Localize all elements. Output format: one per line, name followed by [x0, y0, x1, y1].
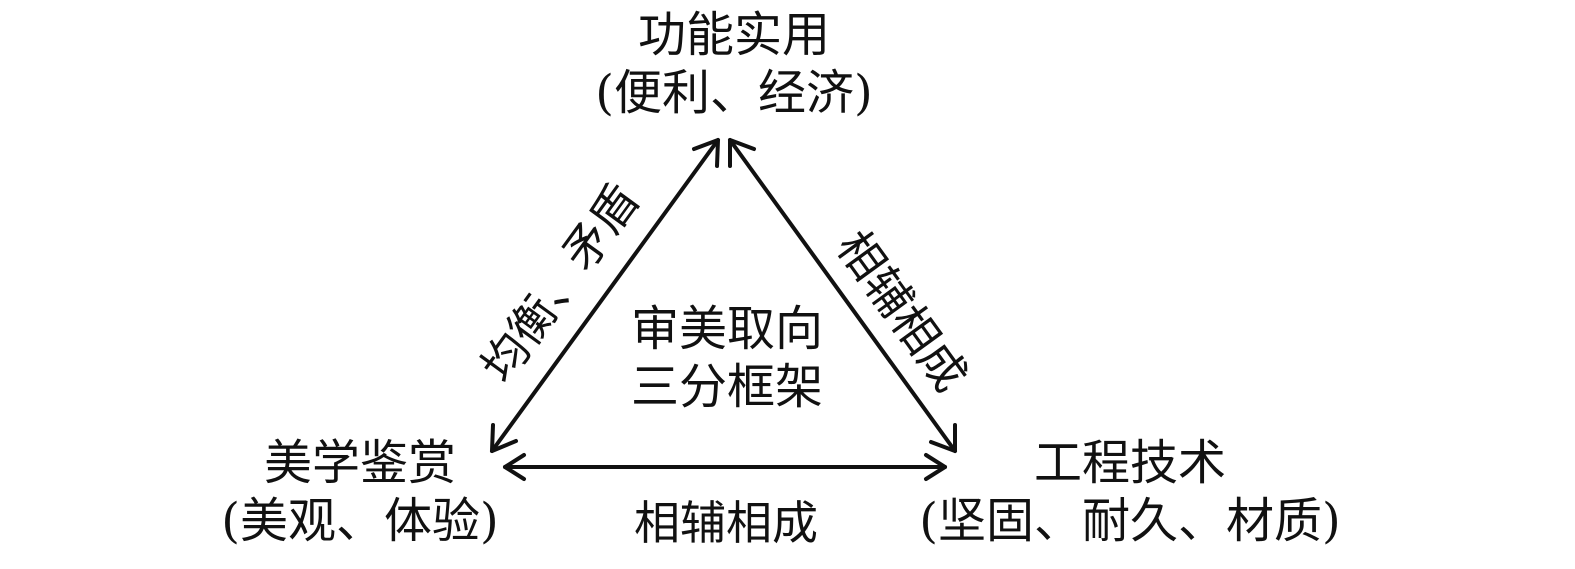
node-right-subtitle: (坚固、耐久、材质): [919, 493, 1341, 549]
node-left-subtitle: (美观、体验): [221, 493, 499, 549]
node-top-title: 功能实用: [637, 7, 830, 63]
node-engineering-technology: 工程技术 (坚固、耐久、材质): [890, 434, 1370, 550]
node-left-title: 美学鉴赏: [263, 435, 456, 491]
node-top-subtitle: (便利、经济): [595, 65, 873, 121]
node-functional-practical: 功能实用 (便利、经济): [574, 6, 894, 122]
edge-bottom-arrow: [503, 453, 947, 481]
center-line-2: 三分框架: [630, 359, 823, 415]
edge-left-arrow: [490, 138, 720, 453]
node-right-title: 工程技术: [1033, 435, 1226, 491]
center-label: 审美取向 三分框架: [597, 300, 857, 416]
edge-label-bottom: 相辅相成: [634, 496, 818, 550]
node-aesthetic-appreciation: 美学鉴赏 (美观、体验): [200, 434, 520, 550]
edge-right-arrow: [728, 138, 957, 453]
center-line-1: 审美取向: [630, 301, 823, 357]
